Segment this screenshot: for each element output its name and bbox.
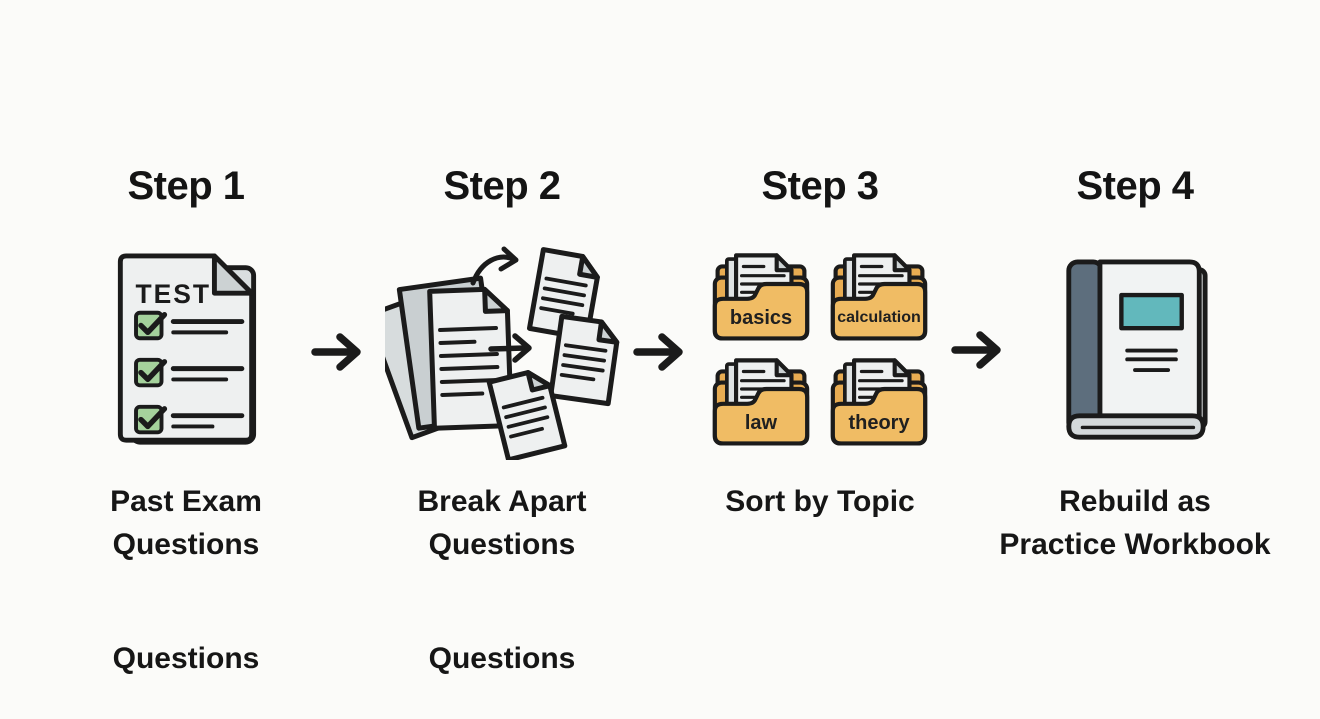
right-arrow-icon (633, 333, 683, 371)
folder-theory: theory (828, 353, 930, 450)
step-title: Step 1 (127, 164, 245, 208)
step-title: Step 3 (761, 164, 879, 208)
folder-label: theory (848, 411, 910, 434)
folder-calculation: calculation (828, 248, 930, 345)
split-pages-icon (384, 246, 620, 460)
step-4-column: Step 4 Rebuild as Practice (985, 162, 1285, 566)
step-title: Step 4 (1076, 164, 1194, 208)
step-label: Past Exam Questions (110, 485, 262, 561)
step-label: Sort by Topic (725, 485, 915, 518)
step-2-column: Step 2 (352, 162, 652, 566)
right-arrow-icon (311, 333, 361, 371)
test-checklist-document-icon: TEST (117, 253, 257, 445)
right-arrow-icon (951, 331, 1001, 369)
folder-label: basics (729, 306, 793, 329)
folder-basics: basics (710, 248, 812, 345)
step-label: Break Apart Questions (417, 485, 587, 561)
stray-label: Questions (428, 642, 576, 675)
step-label: Rebuild as Practice Workbook (999, 485, 1271, 561)
doc-title-text: TEST (136, 279, 211, 309)
stray-label: Questions (112, 642, 260, 675)
folder-label: law (744, 411, 778, 434)
step-title: Step 2 (443, 164, 561, 208)
step-1-column: Step 1 TEST (36, 162, 336, 566)
folder-law: law (710, 353, 812, 450)
topic-folders-grid: basics calculation law theory (710, 248, 930, 450)
folder-label: calculation (837, 309, 921, 326)
practice-workbook-icon (1066, 259, 1208, 440)
step-3-column: Step 3 basics calculation law theory (670, 162, 970, 523)
